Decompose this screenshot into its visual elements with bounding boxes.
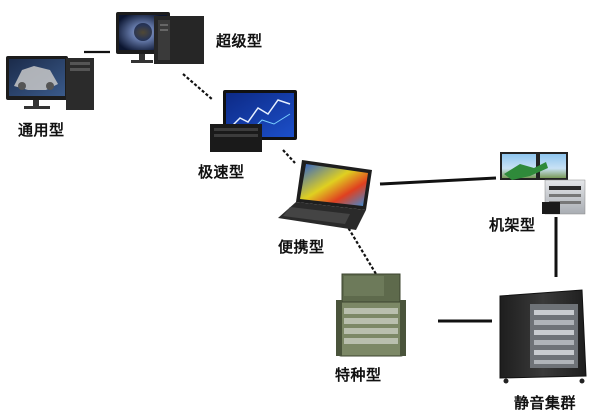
portable-workstation-icon	[278, 160, 372, 230]
link-portable-special	[345, 223, 377, 275]
link-portable-rack	[379, 176, 497, 186]
label-silent: 静音集群	[514, 394, 577, 412]
label-general: 通用型	[18, 121, 65, 139]
fast-workstation-icon	[210, 90, 297, 152]
label-fast: 极速型	[198, 163, 245, 181]
link-super-fast	[182, 73, 214, 101]
general-workstation-icon	[6, 56, 94, 110]
super-workstation-icon	[116, 12, 204, 64]
label-rack: 机架型	[489, 216, 536, 234]
special-workstation-icon	[336, 273, 406, 357]
silent-cluster-icon	[499, 289, 587, 384]
rack-server-icon	[500, 152, 586, 215]
connection-lines	[84, 50, 558, 323]
label-super: 超级型	[216, 32, 263, 50]
label-portable: 便携型	[278, 238, 325, 256]
link-fast-portable	[282, 149, 296, 164]
label-special: 特种型	[335, 366, 382, 384]
